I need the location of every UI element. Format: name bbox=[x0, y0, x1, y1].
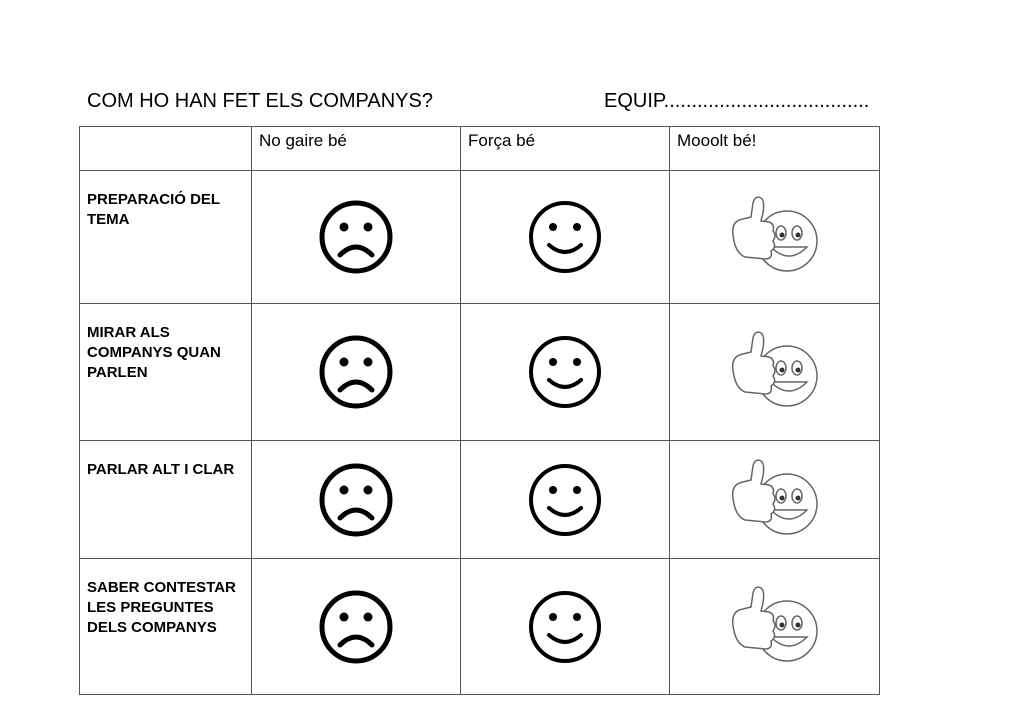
header-row: No gaire bé Força bé Mooolt bé! bbox=[79, 126, 880, 171]
smiley-face-icon bbox=[529, 336, 601, 408]
criterion-label: SABER CONTESTAR LES PREGUNTES DELS COMPA… bbox=[79, 558, 252, 695]
smiley-face-icon bbox=[529, 590, 601, 663]
column-header-forca-be: Força bé bbox=[460, 126, 670, 171]
table-row: PARLAR ALT I CLAR bbox=[79, 440, 880, 559]
rating-cell bbox=[251, 303, 461, 441]
rating-cell bbox=[460, 303, 670, 441]
criterion-label: MIRAR ALS COMPANYS QUAN PARLEN bbox=[79, 303, 252, 441]
criterion-label: PREPARACIÓ DEL TEMA bbox=[79, 170, 252, 304]
sad-face-icon bbox=[319, 590, 393, 663]
rating-cell bbox=[251, 558, 461, 695]
criterion-label: PARLAR ALT I CLAR bbox=[79, 440, 252, 559]
table-row: MIRAR ALS COMPANYS QUAN PARLEN bbox=[79, 303, 880, 441]
rating-cell bbox=[669, 303, 880, 441]
table-row: PREPARACIÓ DEL TEMA bbox=[79, 170, 880, 304]
table-row: SABER CONTESTAR LES PREGUNTES DELS COMPA… bbox=[79, 558, 880, 695]
sad-face-icon bbox=[319, 463, 393, 536]
thumbs-up-emoji-icon bbox=[731, 196, 818, 272]
rating-cell bbox=[669, 558, 880, 695]
thumbs-up-emoji-icon bbox=[731, 458, 818, 535]
rating-cell bbox=[669, 440, 880, 559]
rating-cell bbox=[460, 558, 670, 695]
thumbs-up-emoji-icon bbox=[731, 331, 818, 407]
sad-face-icon bbox=[319, 335, 393, 409]
column-header-no-gaire-be: No gaire bé bbox=[251, 126, 461, 171]
sad-face-icon bbox=[319, 200, 393, 274]
header-corner-cell bbox=[79, 126, 252, 171]
rating-cell bbox=[460, 170, 670, 304]
smiley-face-icon bbox=[529, 201, 601, 273]
smiley-face-icon bbox=[529, 463, 601, 536]
evaluation-table: No gaire bé Força bé Mooolt bé! PREPARAC… bbox=[79, 126, 880, 695]
column-header-mooolt-be: Mooolt bé! bbox=[669, 126, 880, 171]
team-field: EQUIP...................................… bbox=[604, 90, 870, 112]
rating-cell bbox=[251, 170, 461, 304]
rating-cell bbox=[251, 440, 461, 559]
rating-cell bbox=[460, 440, 670, 559]
rating-cell bbox=[669, 170, 880, 304]
thumbs-up-emoji-icon bbox=[731, 585, 818, 662]
page-title: COM HO HAN FET ELS COMPANYS? bbox=[87, 90, 433, 112]
